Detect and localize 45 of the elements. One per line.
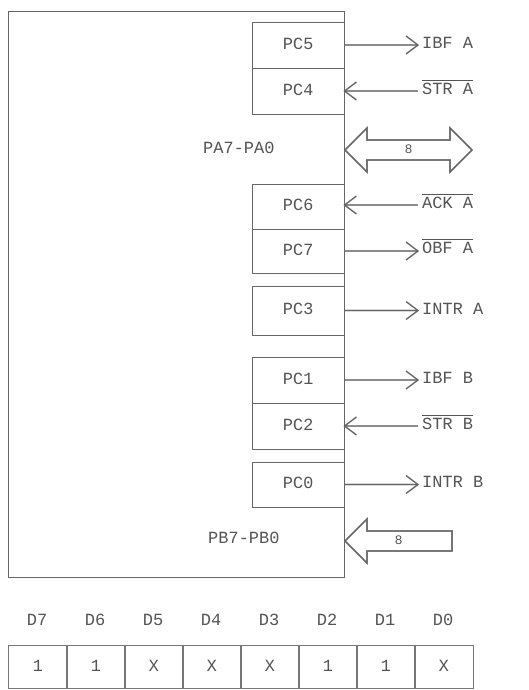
- bit-label: D6: [84, 612, 106, 632]
- arrow: [344, 416, 418, 436]
- bit-label: D3: [258, 612, 280, 632]
- signal-label: OBF A: [422, 240, 474, 260]
- signal-label: ACK A: [422, 195, 474, 215]
- bit-cell: 1: [356, 645, 416, 689]
- signal-label: INTR B: [422, 474, 484, 494]
- signal-label: IBF B: [422, 370, 474, 390]
- bit-cell: 1: [298, 645, 358, 689]
- pin-box: PC4: [252, 68, 344, 114]
- pin-box: PC3: [252, 286, 344, 336]
- bit-label: D1: [374, 612, 396, 632]
- arrow: [344, 195, 418, 215]
- bus-arrow: [344, 516, 453, 566]
- port-label: PA7-PA0: [203, 140, 274, 160]
- chip-outline: [8, 11, 345, 578]
- port-label: PB7-PB0: [208, 530, 280, 550]
- pin-box: PC1: [252, 356, 344, 404]
- signal-label: STR B: [422, 416, 474, 436]
- arrow: [344, 241, 419, 261]
- signal-label: STR A: [422, 81, 474, 101]
- bit-cell: X: [182, 645, 242, 689]
- bus-arrow: [344, 126, 474, 174]
- signal-label: INTR A: [422, 301, 484, 321]
- bit-label: D7: [26, 612, 48, 632]
- arrow: [344, 35, 419, 55]
- bit-label: D0: [432, 612, 454, 632]
- arrow: [344, 370, 419, 390]
- bit-cell: X: [414, 645, 474, 689]
- bit-label: D5: [142, 612, 164, 632]
- pin-box: PC0: [252, 462, 344, 508]
- bit-cell: 1: [66, 645, 126, 689]
- pin-box: PC5: [252, 22, 344, 68]
- bit-label: D2: [316, 612, 338, 632]
- pin-box: PC7: [252, 228, 344, 274]
- pin-box: PC2: [252, 402, 344, 450]
- bit-cell: 1: [8, 645, 68, 689]
- pin-box: PC6: [252, 184, 344, 230]
- signal-label: IBF A: [422, 35, 474, 55]
- bit-label: D4: [200, 612, 222, 632]
- arrow: [344, 474, 419, 494]
- arrow: [344, 81, 418, 101]
- bit-cell: X: [240, 645, 300, 689]
- arrow: [344, 300, 419, 320]
- bit-cell: X: [124, 645, 184, 689]
